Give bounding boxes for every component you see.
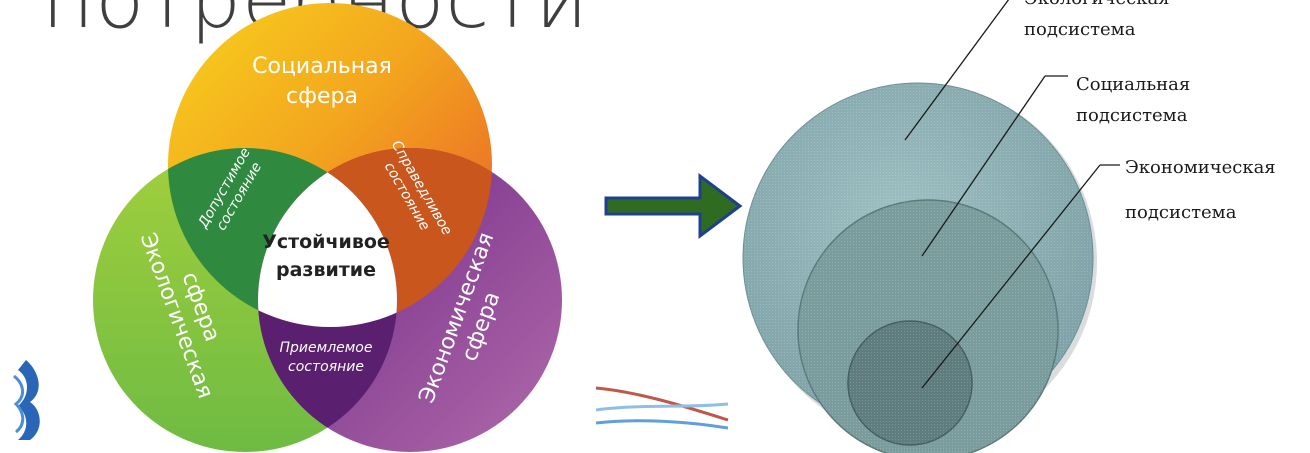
economic-subsystem-label-2: подсистема (1125, 202, 1237, 223)
economic-subsystem-label: Экономическая (1125, 157, 1276, 178)
ecological-subsystem-label-2: подсистема (1024, 19, 1136, 40)
ecological-leader-line (904, 0, 1010, 141)
logo-emblem (13, 360, 40, 440)
nested-subsystems: Экологическая подсистема Социальная подс… (742, 0, 1276, 453)
transition-arrow (604, 173, 743, 239)
economic-leader-line (921, 164, 1101, 389)
ecological-subsystem-label: Экологическая (1024, 0, 1170, 9)
social-sphere-label-2: сфера (286, 84, 358, 109)
decorative-lines (595, 386, 729, 430)
acceptable-state-label-2: состояние (288, 359, 364, 375)
sustainable-center (258, 148, 397, 327)
social-subsystem-label: Социальная (1076, 74, 1190, 95)
sustainability-venn: Социальная сфера Экологическая сфера Эко… (93, 3, 562, 452)
acceptable-state-label: Приемлемое (280, 340, 373, 356)
social-subsystem-label-2: подсистема (1076, 105, 1188, 126)
sustainable-development-label-2: развитие (276, 259, 376, 281)
social-leader-line (921, 75, 1046, 257)
sustainable-development-label: Устойчивое (262, 231, 390, 253)
social-sphere-label: Социальная (252, 54, 392, 79)
